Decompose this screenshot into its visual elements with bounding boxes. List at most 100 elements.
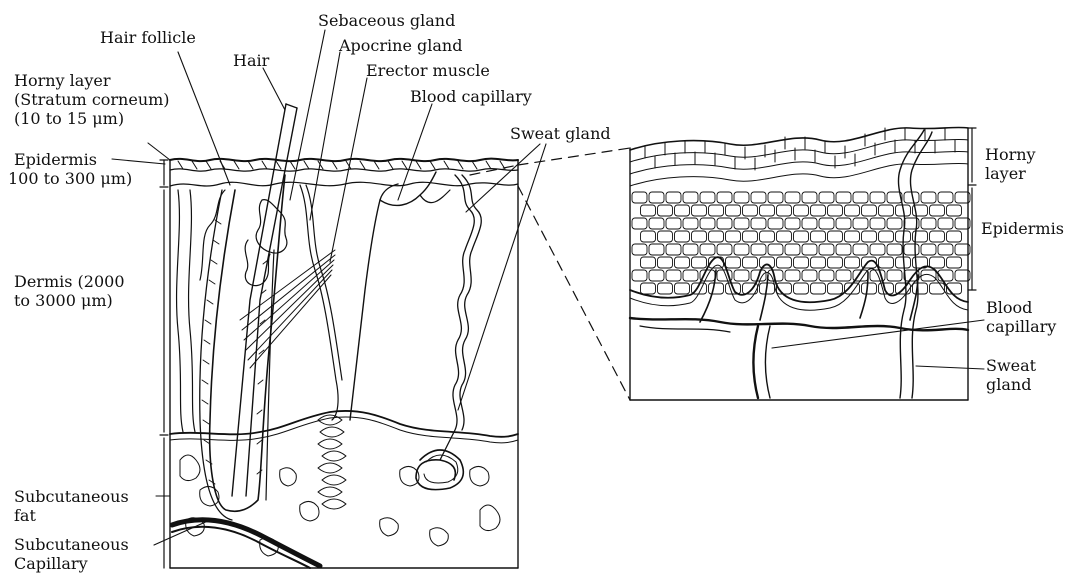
epidermis-cell xyxy=(760,257,775,268)
apocrine-gland-drawing xyxy=(300,185,346,509)
epidermis-cell xyxy=(666,218,681,229)
label-horny-layer-line2: (Stratum corneum) xyxy=(14,90,170,109)
label-detail-blood-line1: Blood xyxy=(986,298,1056,317)
epidermis-cell xyxy=(853,244,868,255)
epidermis-cell xyxy=(938,192,953,203)
epidermis-cell xyxy=(692,231,707,242)
label-erector-muscle: Erector muscle xyxy=(366,61,490,80)
label-subcutaneous-fat: Subcutaneous fat xyxy=(14,487,129,525)
epidermis-cell xyxy=(632,244,647,255)
epidermis-cell xyxy=(717,192,732,203)
epidermis-cell xyxy=(853,218,868,229)
epidermis-cell xyxy=(785,218,800,229)
epidermis-cell xyxy=(692,257,707,268)
epidermis-cell xyxy=(777,205,792,216)
epidermis-cell xyxy=(819,270,834,281)
epidermis-cell xyxy=(768,244,783,255)
epidermis-cell xyxy=(700,218,715,229)
label-detail-epidermis: Epidermis xyxy=(981,219,1064,238)
epidermis-cell xyxy=(930,205,945,216)
epidermis-cell xyxy=(658,257,673,268)
epidermis-cell xyxy=(819,218,834,229)
label-detail-horny-line1: Horny xyxy=(985,145,1036,164)
label-sweat-gland: Sweat gland xyxy=(510,124,611,143)
epidermis-cell xyxy=(768,192,783,203)
epidermis-cell xyxy=(870,192,885,203)
label-apocrine-gland: Apocrine gland xyxy=(339,36,462,55)
epidermis-cell xyxy=(666,270,681,281)
epidermis-cell xyxy=(683,192,698,203)
label-dermis-line1: Dermis (2000 xyxy=(14,272,125,291)
leader-lines xyxy=(112,30,984,545)
epidermis-cell xyxy=(632,218,647,229)
epidermis-cell xyxy=(785,244,800,255)
epidermis-cell xyxy=(930,231,945,242)
label-detail-horny-layer: Horny layer xyxy=(985,145,1036,183)
epidermis-cell xyxy=(751,218,766,229)
label-blood-capillary: Blood capillary xyxy=(410,87,532,106)
epidermis-cell xyxy=(649,192,664,203)
epidermis-cell xyxy=(632,270,647,281)
epidermis-cell xyxy=(921,192,936,203)
epidermis-cell xyxy=(709,283,724,294)
sweat-gland-drawing xyxy=(416,175,481,490)
epidermis-cell xyxy=(658,205,673,216)
label-subcutaneous-fat-line2: fat xyxy=(14,506,129,525)
epidermis-cell xyxy=(700,192,715,203)
epidermis-cell xyxy=(726,205,741,216)
epidermis-cell xyxy=(947,257,962,268)
epidermis-cell xyxy=(794,231,809,242)
epidermis-cell xyxy=(760,231,775,242)
epidermis-cell xyxy=(700,244,715,255)
label-sebaceous-gland: Sebaceous gland xyxy=(318,11,455,30)
epidermis-cell xyxy=(828,257,843,268)
epidermis-cell xyxy=(666,192,681,203)
epidermis-band xyxy=(170,159,518,186)
epidermis-cell xyxy=(836,270,851,281)
epidermis-cell xyxy=(938,244,953,255)
epidermis-cell xyxy=(683,218,698,229)
label-epidermis: Epidermis 100 to 300 μm) xyxy=(14,150,132,188)
epidermis-cell xyxy=(649,244,664,255)
epidermis-cell xyxy=(632,192,647,203)
epidermis-cell xyxy=(836,192,851,203)
epidermis-cell xyxy=(828,283,843,294)
epidermis-cell xyxy=(862,205,877,216)
epidermis-cell xyxy=(751,192,766,203)
epidermis-cell xyxy=(913,283,928,294)
epidermis-cell xyxy=(666,244,681,255)
epidermis-cell xyxy=(675,283,690,294)
epidermis-cell xyxy=(947,205,962,216)
epidermis-cell xyxy=(930,283,945,294)
epidermis-cell xyxy=(675,231,690,242)
epidermis-cell xyxy=(879,205,894,216)
epidermis-cell xyxy=(947,231,962,242)
epidermis-cell xyxy=(879,231,894,242)
epidermis-cell xyxy=(921,244,936,255)
epidermis-cell xyxy=(845,257,860,268)
label-horny-layer: Horny layer (Stratum corneum) (10 to 15 … xyxy=(14,71,170,128)
epidermis-cell xyxy=(862,231,877,242)
epidermis-cell xyxy=(870,244,885,255)
label-detail-blood-capillary: Blood capillary xyxy=(986,298,1056,336)
label-detail-horny-line2: layer xyxy=(985,164,1036,183)
detail-epidermis-cells xyxy=(632,192,970,294)
epidermis-cell xyxy=(811,283,826,294)
label-dermis-line2: to 3000 μm) xyxy=(14,291,125,310)
epidermis-cell xyxy=(649,270,664,281)
epidermis-cell xyxy=(649,218,664,229)
epidermis-cell xyxy=(658,283,673,294)
epidermis-cell xyxy=(794,283,809,294)
label-dermis: Dermis (2000 to 3000 μm) xyxy=(14,272,125,310)
epidermis-cell xyxy=(785,192,800,203)
epidermis-cell xyxy=(726,231,741,242)
epidermis-cell xyxy=(879,257,894,268)
label-horny-layer-line1: Horny layer xyxy=(14,71,170,90)
label-detail-sweat-line1: Sweat xyxy=(986,356,1036,375)
epidermis-cell xyxy=(641,205,656,216)
epidermis-cell xyxy=(692,205,707,216)
label-epidermis-line1: Epidermis xyxy=(14,150,132,169)
epidermis-cell xyxy=(709,205,724,216)
label-hair: Hair xyxy=(233,51,269,70)
label-subcutaneous-capillary: Subcutaneous Capillary xyxy=(14,535,129,573)
